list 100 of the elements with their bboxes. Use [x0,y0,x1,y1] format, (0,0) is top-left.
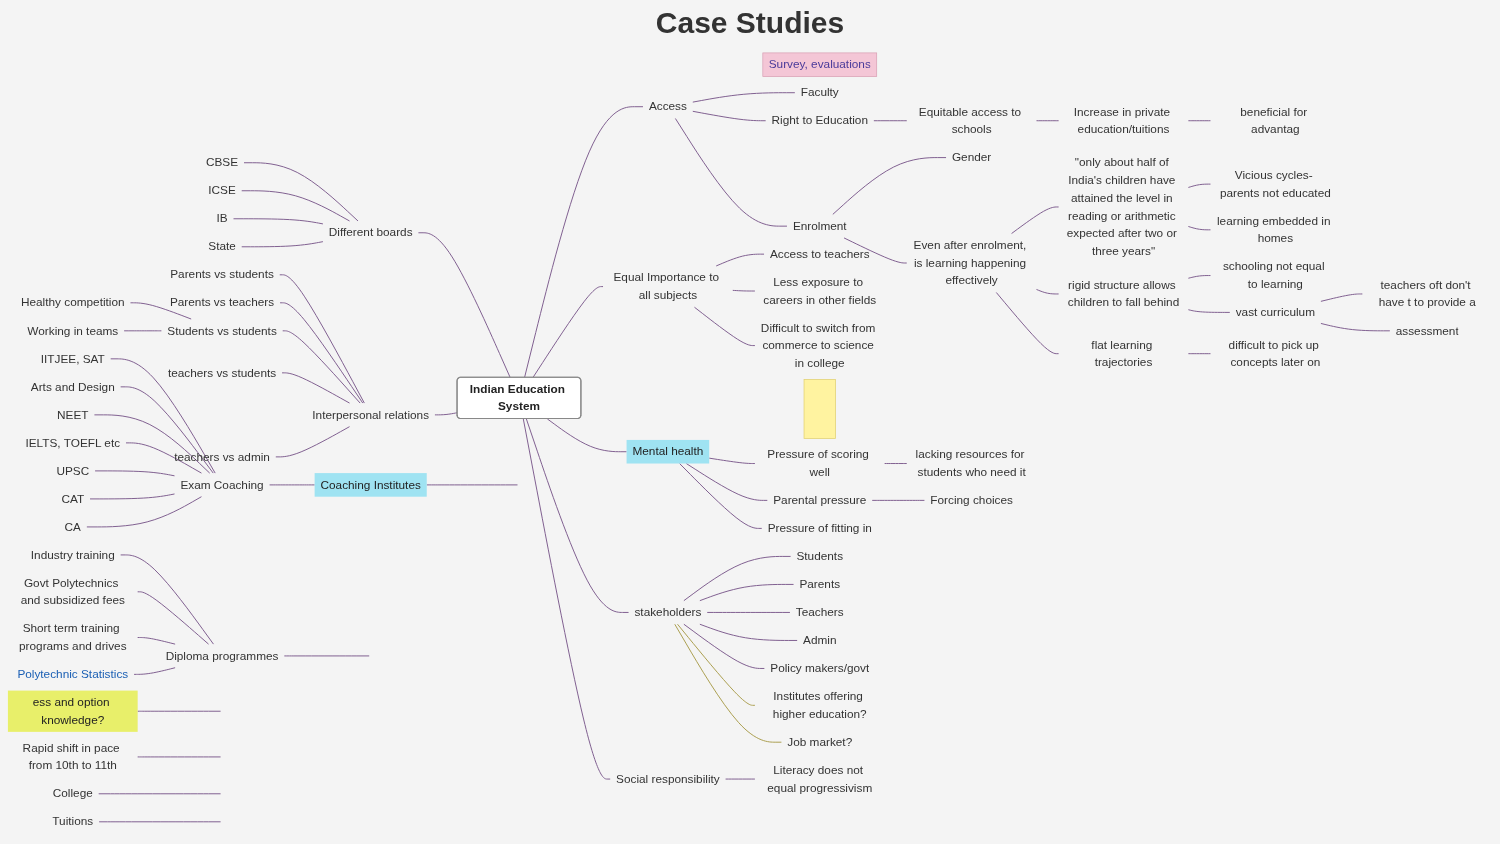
connector-line [1187,274,1211,279]
topic-label: Parental pressure [773,493,867,507]
connector-line [283,655,370,657]
connector-line [706,611,791,613]
connector-line [1187,120,1211,121]
connector-line [133,667,176,675]
topic-label: Govt Polytechnics and subsidized fees [20,576,125,607]
topic-label: teachers oft don't have t to provide a [1378,278,1476,309]
connector-line [125,442,202,474]
topic-label: Social responsibility [616,772,720,785]
topic-label: Vicious cycles- parents not educated [1219,168,1331,199]
connector-line [1320,322,1391,332]
connector-line [694,306,756,346]
topic-label: Coaching Institutes [314,472,427,497]
topic-label: Pressure of scoring well [767,447,869,478]
sticky-note [803,378,836,439]
topic-label: learning embedded in homes [1217,214,1331,245]
connector-line [94,470,175,477]
topic-label: schooling not equal to learning [1222,259,1325,291]
connector-line [674,623,782,743]
connector-line [1187,308,1231,313]
connector-line [525,418,630,613]
topic-label: flat learning trajectories [1091,337,1153,369]
topic-label: Enrolment [792,219,847,232]
connector-line [1036,120,1060,121]
connector-line [1187,183,1211,188]
topic-label: Exam Coaching [180,478,264,491]
topic-label: Teachers [795,605,844,619]
connector-line [674,117,788,227]
topic-label: Tuitions [52,814,94,828]
topic-label: ICSE [208,183,236,197]
connector-line [524,105,644,378]
topic-label: Job market? [787,735,853,748]
topic-label: Healthy competition [21,295,125,309]
topic-label: Arts and Design [30,379,115,393]
topic-label: Rapid shift in pace from 10th to 11th [22,741,120,772]
connector-line [241,240,324,247]
topic-label: CA [64,520,81,533]
topic-label: teachers vs students [167,365,277,379]
connector-line [137,710,222,712]
topic-label: "only about half of India's children have attained the level in reading or arithmetic expected after two or three years" [1066,155,1177,257]
connector-line [275,425,351,458]
topic-label: Literacy does not equal progressivism [767,763,873,794]
connector-line [241,190,351,222]
topic-label: NEET [57,408,89,421]
topic-label: Diploma programmes [165,649,279,662]
connector-line [279,302,364,404]
connector-line [871,499,925,501]
connector-line [685,462,768,501]
topic-label: Short term training programs and drives [19,621,127,652]
topic-label: Policy makers/govt [770,661,870,675]
topic-label: Increase in private education/tuitions [1073,105,1171,136]
connector-line [434,411,458,416]
topic-label: rigid structure allows children to fall behind [1067,278,1180,309]
connector-line [683,555,792,601]
topic-label: Mental health [626,439,710,464]
topic-label: CBSE [206,155,239,169]
topic-label: Students vs students [167,323,277,337]
topic-label: stakeholders [634,605,702,619]
topic-label: beneficial for advantag [1240,105,1308,136]
connector-line [1187,225,1211,231]
topic-label: Access to teachers [769,247,870,260]
topic-label: Right to Education [771,113,868,127]
connector-line [699,583,794,601]
topic-label: Parents [799,577,841,591]
topic-label: IITJEE, SAT [40,351,105,365]
connector-line [683,623,765,669]
topic-label: Institutes offering higher education? [772,689,867,720]
topic-label: Polytechnic Statistics [17,667,129,680]
topic-label: CAT [61,492,85,505]
topic-label: Less exposure to careers in other fields [763,275,877,306]
topic-label: teachers vs admin [174,450,270,463]
topic-label: lacking resources for students who need it [915,447,1026,478]
connector-line [715,253,765,267]
connector-line [732,289,756,292]
topic-label: difficult to pick up concepts later on [1228,337,1321,369]
topic-label: Different boards [328,225,413,239]
topic-label: Survey, evaluations [762,52,878,77]
topic-label: assessment [1395,323,1459,337]
topic-label: Access [648,99,687,113]
connector-line [832,156,947,215]
connector-line [546,418,628,452]
topic-label: Forcing choices [930,493,1013,507]
connector-line [995,291,1060,354]
connector-line [699,623,798,641]
connector-line [522,418,611,780]
connector-line [243,162,359,222]
topic-label: Industry training [30,548,115,561]
connector-line [86,495,202,528]
topic-label: Parents vs teachers [169,295,275,309]
connector-line [708,457,756,464]
title: Case Studies [655,6,845,40]
connector-line [120,554,214,645]
topic-label: Difficult to switch from commerce to science in college [760,321,876,369]
topic-label: IB [216,211,228,225]
connector-line [426,484,518,486]
connector-line [725,778,756,780]
topic-label: State [208,239,236,253]
connector-line [137,636,176,645]
connector-line [532,285,604,378]
